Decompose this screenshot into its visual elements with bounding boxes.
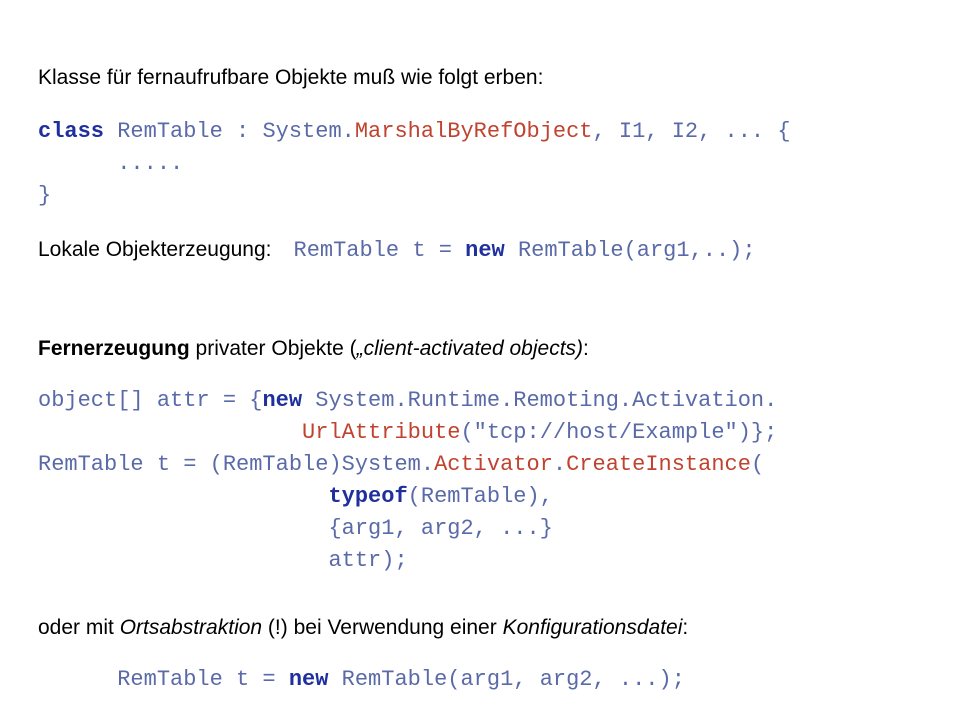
- code-identifier: UrlAttribute: [302, 420, 461, 445]
- heading-text: :: [682, 616, 689, 639]
- code-text: , I1, I2, ... {: [592, 119, 791, 144]
- code-text: [38, 420, 302, 445]
- code-text: RemTable t =: [38, 667, 289, 692]
- heading-italic: Ortsabstraktion: [119, 616, 263, 639]
- keyword: new: [262, 388, 303, 413]
- heading-text: privater Objekte (: [189, 337, 357, 360]
- heading-text: :: [583, 337, 589, 360]
- code-text: object[] attr = {: [38, 388, 263, 413]
- keyword: typeof: [328, 484, 408, 509]
- code-text: RemTable t = (RemTable)System.: [38, 452, 435, 477]
- heading-location-abstraction: oder mit Ortsabstraktion (!) bei Verwend…: [38, 612, 688, 644]
- code-text: RemTable : System.: [104, 119, 355, 144]
- code-text: RemTable(arg1, arg2, ...);: [328, 667, 685, 692]
- code-identifier: MarshalByRefObject: [354, 119, 593, 144]
- local-creation-code: RemTable t = new RemTable(arg1,..);: [294, 238, 756, 263]
- heading-inherit: Klasse für fernaufrufbare Objekte muß wi…: [38, 66, 544, 89]
- code-create-line-1: RemTable t = (RemTable)System.Activator.…: [38, 449, 764, 481]
- code-create-line-3: {arg1, arg2, ...}: [38, 516, 553, 541]
- code-class-close: }: [38, 183, 52, 208]
- code-text: [38, 484, 328, 509]
- code-text: RemTable t =: [293, 238, 466, 263]
- heading-bold: Fernerzeugung: [38, 337, 190, 360]
- code-text: .: [552, 452, 567, 477]
- code-class-declaration: class RemTable : System.MarshalByRefObje…: [38, 116, 791, 148]
- code-text: ("tcp://host/Example")};: [460, 420, 778, 445]
- code-text: (RemTable),: [407, 484, 553, 509]
- local-creation-line: Lokale Objekterzeugung: RemTable t = new …: [38, 234, 756, 266]
- heading-text: oder mit: [38, 616, 120, 639]
- code-create-line-4: attr);: [38, 548, 408, 573]
- heading-italic: „client-activated objects): [356, 337, 584, 360]
- local-creation-label: Lokale Objekterzeugung:: [38, 238, 272, 261]
- keyword: class: [38, 119, 105, 144]
- code-text: (: [750, 452, 765, 477]
- keyword: new: [465, 238, 505, 263]
- code-identifier: CreateInstance: [566, 452, 751, 477]
- heading-italic: Konfigurationsdatei: [502, 616, 683, 639]
- code-create-line-2: typeof(RemTable),: [38, 481, 553, 513]
- code-attr-line-2: UrlAttribute("tcp://host/Example")};: [38, 417, 777, 449]
- code-class-body: .....: [38, 151, 184, 176]
- code-text: System.Runtime.Remoting.Activation.: [302, 388, 778, 413]
- code-text: RemTable(arg1,..);: [504, 238, 756, 263]
- heading-text: (!) bei Verwendung einer: [262, 616, 503, 639]
- code-config-creation: RemTable t = new RemTable(arg1, arg2, ..…: [38, 664, 685, 696]
- code-identifier: Activator: [434, 452, 553, 477]
- heading-remote-creation: Fernerzeugung privater Objekte („client-…: [38, 333, 589, 365]
- keyword: new: [288, 667, 329, 692]
- code-attr-line-1: object[] attr = {new System.Runtime.Remo…: [38, 385, 777, 417]
